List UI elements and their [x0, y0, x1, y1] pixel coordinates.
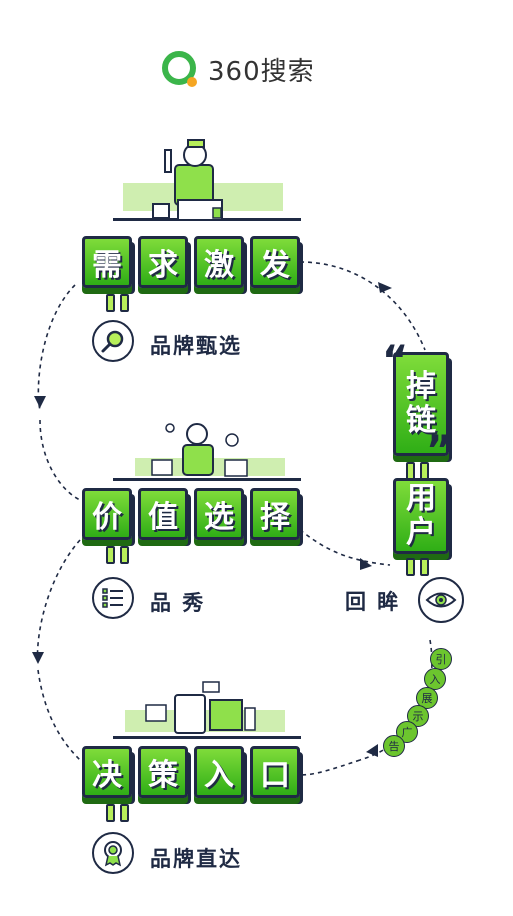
award-icon — [92, 832, 134, 874]
stage-3-char: 策 — [138, 746, 188, 798]
magnifier-icon — [92, 320, 134, 362]
side-top-char: 掉 — [406, 368, 436, 404]
side-bottom-tile: 用 户 — [393, 478, 449, 554]
stage-3-label: 品牌直达 — [150, 847, 242, 871]
stage-2-char: 值 — [138, 488, 188, 540]
stage-1-label: 品牌甄选 — [150, 334, 242, 358]
open-quote: “ — [382, 338, 409, 384]
badge-char: 告 — [383, 735, 405, 757]
stage-2-connector — [106, 546, 129, 564]
side-label: 回 眸 — [345, 590, 401, 614]
stage-1-char: 需 — [82, 236, 132, 288]
scene-office-worker — [113, 139, 301, 221]
badge-char: 展 — [416, 687, 438, 709]
badge-char: 引 — [430, 648, 452, 670]
brand-logo: 360搜索 — [160, 48, 315, 90]
stage-3-char: 入 — [194, 746, 244, 798]
side-top-tile: 掉 链 — [393, 352, 449, 456]
scene-analyst — [113, 423, 301, 481]
stage-3-char: 决 — [82, 746, 132, 798]
stage-3-title: 决 策 入 口 — [82, 746, 300, 798]
side-top-char: 链 — [406, 403, 436, 438]
stage-3-char: 口 — [250, 746, 300, 798]
logo-mark-icon — [162, 51, 197, 87]
scene-marketplace — [113, 681, 301, 739]
list-icon — [92, 577, 134, 619]
side-connector-2 — [406, 558, 429, 576]
stage-2-char: 择 — [250, 488, 300, 540]
stage-2-label: 品 秀 — [150, 591, 206, 615]
stage-1-char: 发 — [250, 236, 300, 288]
stage-1-char: 求 — [138, 236, 188, 288]
side-bottom-char: 用 — [406, 480, 436, 516]
stage-1-connector — [106, 294, 129, 312]
stage-1-title: 需 求 激 发 — [82, 236, 300, 288]
stage-2-char: 选 — [194, 488, 244, 540]
brand-name: 360搜索 — [208, 56, 315, 87]
stage-1-char: 激 — [194, 236, 244, 288]
eye-icon — [418, 577, 464, 623]
stage-2-char: 价 — [82, 488, 132, 540]
stage-2-title: 价 值 选 择 — [82, 488, 300, 540]
stage-3-connector — [106, 804, 129, 822]
close-quote: ” — [426, 428, 453, 474]
side-bottom-char: 户 — [406, 515, 436, 550]
